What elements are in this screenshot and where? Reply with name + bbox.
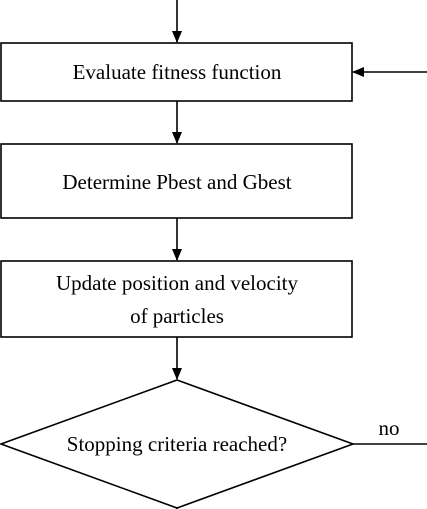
update-position-velocity-label-line1: Update position and velocity	[56, 271, 299, 295]
evaluate-fitness-node: Evaluate fitness function	[0, 42, 353, 102]
determine-pbest-gbest-node: Determine Pbest and Gbest	[0, 143, 353, 219]
update-position-velocity-box	[0, 260, 353, 338]
update-position-velocity-label-line2: of particles	[130, 304, 224, 328]
stopping-criteria-node: Stopping criteria reached?	[0, 379, 356, 509]
determine-pbest-gbest-box	[0, 143, 353, 219]
evaluate-fitness-label: Evaluate fitness function	[73, 60, 282, 84]
determine-pbest-gbest-label: Determine Pbest and Gbest	[62, 170, 291, 194]
update-position-velocity-node: Update position and velocity of particle…	[0, 260, 353, 338]
no-branch-label: no	[379, 416, 400, 440]
stopping-criteria-label: Stopping criteria reached?	[67, 432, 287, 456]
